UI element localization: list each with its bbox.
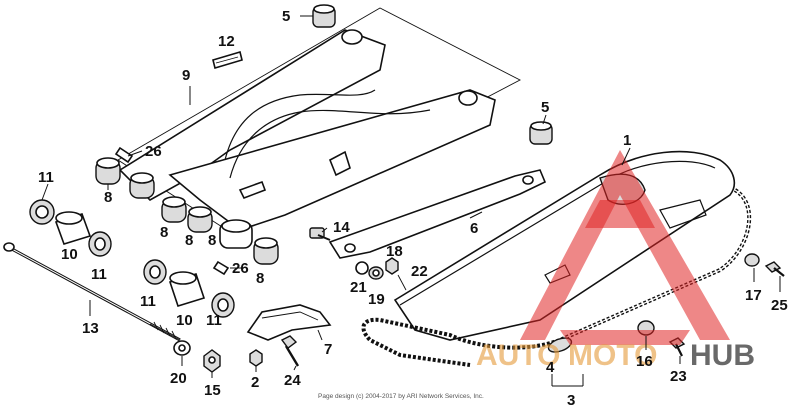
callout-14: 14 [333,219,350,236]
nut-15[interactable] [203,349,221,373]
bushing-8-a[interactable] [95,157,121,185]
bushing-8-e[interactable] [253,237,279,265]
callout-6: 6 [470,220,478,237]
washer-20[interactable] [173,340,191,356]
bolt-25[interactable] [764,261,785,277]
callout-5-top: 5 [282,8,290,25]
bushing-8-c[interactable] [161,196,187,223]
watermark-text-moto: MOTO [568,339,657,372]
callout-20: 20 [170,370,187,387]
bushing-8-d[interactable] [187,206,213,233]
callout-8-b: 8 [160,224,168,241]
label-plate-12[interactable] [212,50,243,70]
callout-4: 4 [546,359,555,376]
callout-26-bottom: 26 [232,260,249,277]
callout-19: 19 [368,291,385,308]
callout-8-c: 8 [185,232,193,249]
washer-21[interactable] [355,261,369,275]
chain-case-1[interactable] [393,150,736,341]
chain-guide-arm-6[interactable] [328,169,547,259]
callout-7: 7 [324,341,332,358]
watermark [520,150,730,345]
copyright-text: Page design (c) 2004-2017 by ARI Network… [318,393,484,400]
oil-seal-11-c[interactable] [143,259,167,285]
callout-22: 22 [411,263,428,280]
pivot-bolt-13[interactable] [3,242,181,342]
leader-lines [41,15,781,387]
grease-fitting-26-top[interactable] [114,146,134,164]
callout-10-b: 10 [176,312,193,329]
nut-2[interactable] [249,349,263,367]
bushing-5-right[interactable] [529,121,553,145]
callout-18: 18 [386,243,403,260]
washer-19[interactable] [368,266,384,280]
oil-seal-11-a[interactable] [29,199,55,225]
swingarm[interactable] [118,29,496,231]
watermark-text-auto: AUTO [476,339,560,372]
callout-24: 24 [284,372,301,389]
callout-9: 9 [182,67,190,84]
pivot-collar[interactable] [219,219,253,249]
bushing-10-a[interactable] [54,211,92,245]
oil-seal-11-d[interactable] [211,292,235,318]
callout-25: 25 [771,297,788,314]
callout-11-d: 11 [206,312,222,329]
callout-13: 13 [82,320,99,337]
callout-21: 21 [350,279,367,296]
grease-fitting-26-bottom[interactable] [212,260,230,276]
callout-16: 16 [636,353,653,370]
callouts: 1 5 5 12 9 26 11 8 8 8 8 8 26 14 6 10 11… [38,8,788,409]
callout-17: 17 [745,287,762,304]
chain-slider-7[interactable] [246,304,332,341]
bushing-10-b[interactable] [168,271,206,307]
callout-11-c: 11 [140,293,156,310]
callout-5-right: 5 [541,99,549,116]
callout-15: 15 [204,382,221,399]
drive-chain-3[interactable] [361,188,752,367]
nut-18[interactable] [385,257,399,275]
bushing-8-b[interactable] [129,172,155,199]
callout-26-top: 26 [145,143,162,160]
pin-22[interactable] [397,274,407,291]
callout-2: 2 [251,374,259,391]
callout-11-a: 11 [38,169,54,186]
callout-1: 1 [623,132,631,149]
callout-23: 23 [670,368,687,385]
oil-seal-11-b[interactable] [88,231,112,257]
callout-3: 3 [567,392,575,409]
bushing-5-top[interactable] [312,4,336,28]
callout-10-a: 10 [61,246,78,263]
callout-12: 12 [218,33,235,50]
bolt-14[interactable] [309,227,331,241]
callout-8-a: 8 [104,189,112,206]
watermark-text-hub: HUB [690,339,755,372]
bolt-24[interactable] [280,335,300,367]
callout-11-b: 11 [91,266,107,283]
callout-8-d: 8 [208,232,216,249]
grommet-17[interactable] [744,253,760,267]
callout-8-e: 8 [256,270,264,287]
